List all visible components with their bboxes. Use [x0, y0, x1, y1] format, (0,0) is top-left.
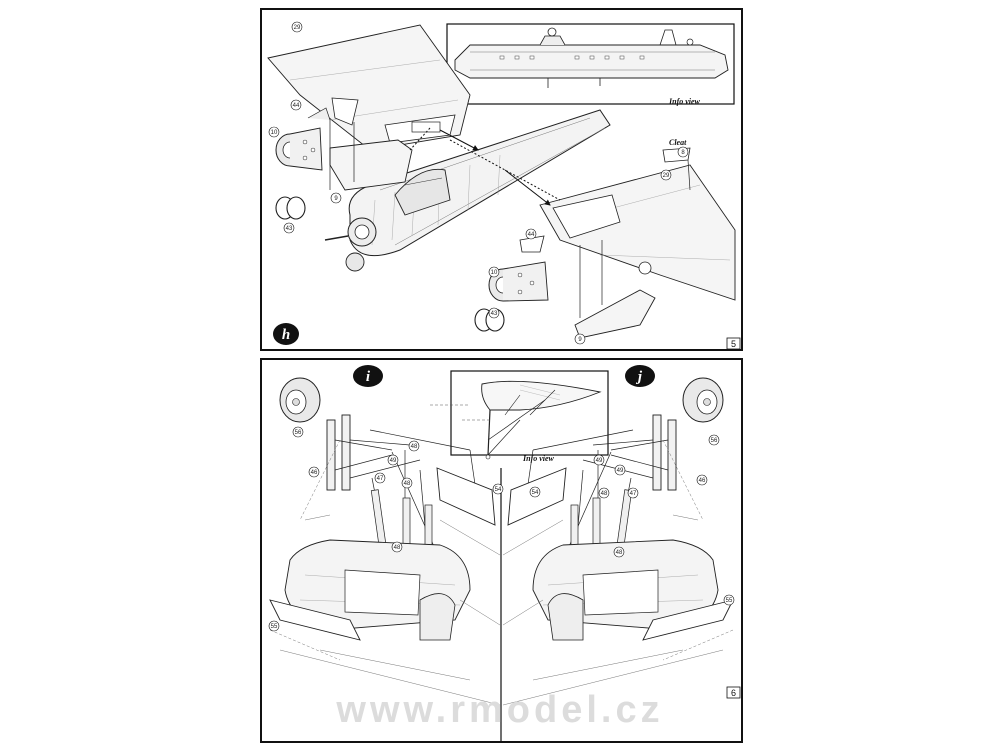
part-44a: 44 — [293, 103, 300, 109]
watermark: www.rmodel.cz — [335, 689, 663, 731]
part-r48b: 48 — [616, 550, 623, 556]
gear-right-drawing — [502, 377, 734, 706]
bottom-page-number: 6 — [726, 686, 741, 699]
top-panel-frame — [260, 8, 743, 351]
svg-text:h: h — [282, 327, 290, 343]
part-r54: 54 — [532, 490, 539, 496]
part-8: 8 — [681, 150, 685, 156]
part-l46: 46 — [311, 470, 318, 476]
top-assembly-arrows — [409, 127, 561, 206]
part-r48a: 48 — [601, 491, 608, 497]
top-left-engine — [275, 97, 413, 220]
part-l47: 47 — [377, 476, 384, 482]
part-r47: 47 — [630, 491, 637, 497]
top-left-wing — [267, 24, 471, 151]
top-part-callouts: 29 44 10 9 43 29 8 44 10 43 9 — [268, 21, 689, 345]
part-r56: 56 — [711, 438, 718, 444]
part-l48c: 48 — [394, 545, 401, 551]
part-r49b: 49 — [617, 468, 624, 474]
part-r55: 55 — [726, 598, 733, 604]
step-badge-i: i — [353, 365, 383, 387]
svg-text:5: 5 — [731, 339, 736, 349]
part-43b: 43 — [491, 311, 498, 317]
part-r49a: 49 — [596, 458, 603, 464]
part-43a: 43 — [286, 226, 293, 232]
part-l48b: 48 — [404, 481, 411, 487]
part-29b: 29 — [663, 173, 670, 179]
top-page-number: 5 — [726, 337, 741, 350]
cleat-label: Cleat — [669, 138, 687, 147]
part-44b: 44 — [528, 232, 535, 238]
svg-text:i: i — [366, 369, 371, 385]
part-9a: 9 — [334, 196, 338, 202]
part-r46: 46 — [699, 478, 706, 484]
gear-right-callouts: 56 49 49 48 47 48 46 54 55 — [529, 434, 735, 606]
step-badge-j: j — [625, 365, 655, 387]
gear-left-drawing — [269, 377, 501, 706]
part-l54: 54 — [495, 487, 502, 493]
part-10b: 10 — [491, 270, 498, 276]
top-right-engine — [474, 235, 656, 339]
top-info-view: Info view — [446, 23, 735, 106]
part-29a: 29 — [294, 25, 301, 31]
part-l55: 55 — [271, 624, 278, 630]
bottom-info-caption: Info view — [522, 454, 555, 463]
part-l49: 49 — [390, 458, 397, 464]
top-info-caption: Info view — [668, 97, 701, 106]
svg-text:6: 6 — [731, 688, 736, 698]
bottom-info-view: Info view — [430, 370, 609, 463]
part-l56: 56 — [295, 430, 302, 436]
part-9b: 9 — [578, 337, 582, 343]
part-10a: 10 — [271, 130, 278, 136]
top-fuselage — [324, 109, 611, 272]
part-l48a: 48 — [411, 444, 418, 450]
top-right-wing — [539, 147, 736, 301]
svg-text:j: j — [636, 369, 643, 385]
step-badge-h: h — [273, 323, 299, 345]
gear-left-callouts: 56 46 48 49 47 48 48 54 55 — [268, 426, 504, 632]
